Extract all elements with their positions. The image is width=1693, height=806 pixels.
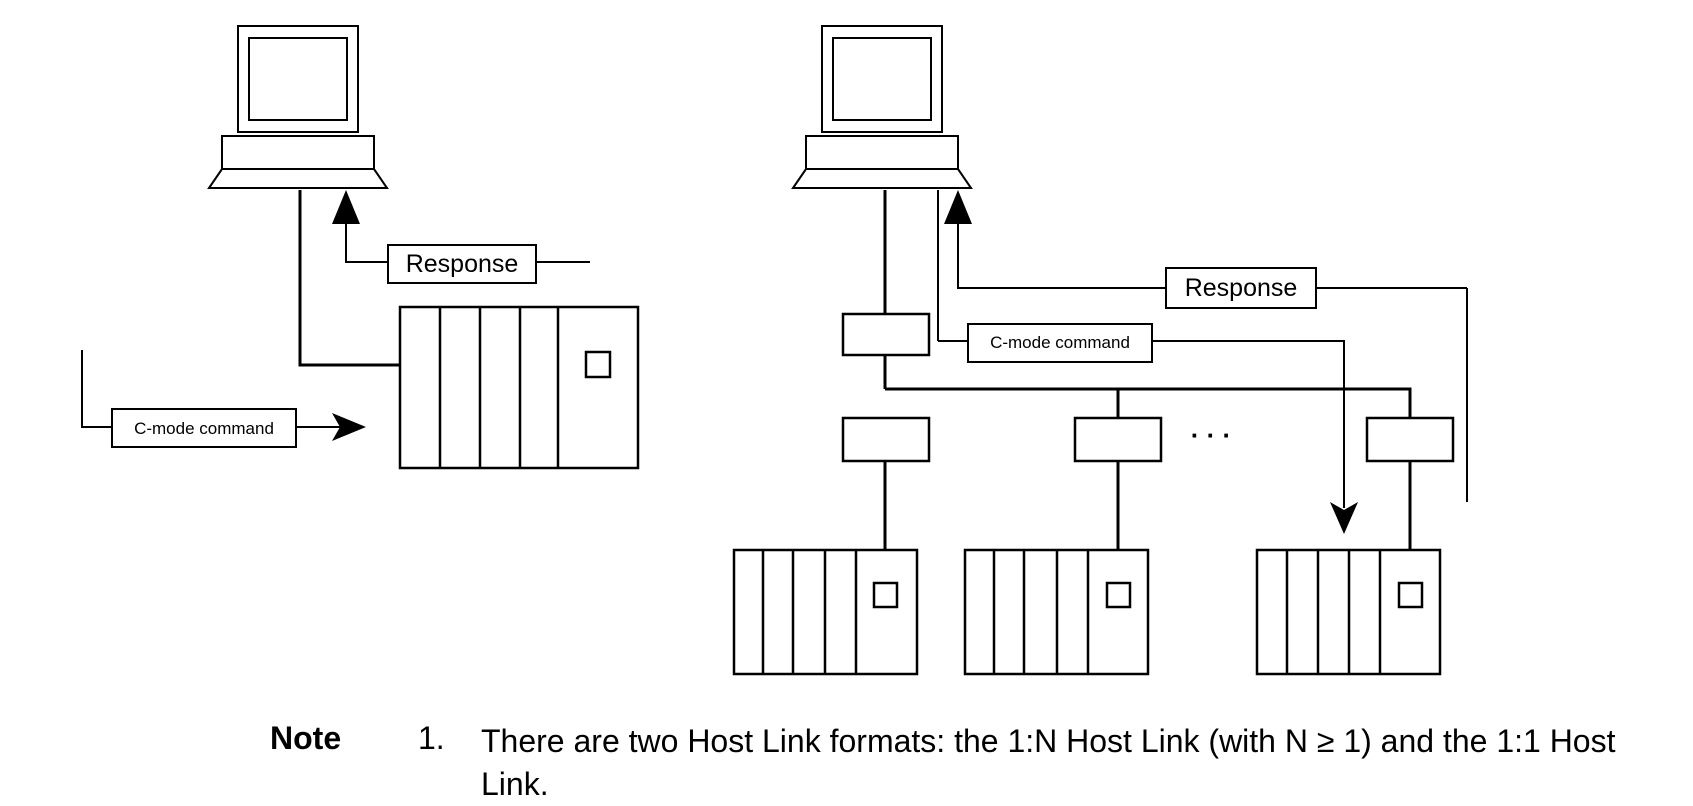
right-response-label: Response (1185, 274, 1298, 302)
left-plc-rack (398, 305, 640, 470)
right-command-box (967, 323, 1153, 363)
left-command-input-line (81, 350, 112, 428)
right-response-line-2 (957, 212, 1166, 289)
host-link-diagram: Response C-mode command · · · Response (81, 25, 1468, 676)
right-plc-rack-2 (963, 548, 1150, 676)
right-response-arrowhead (944, 190, 972, 224)
left-plc-port (584, 350, 612, 379)
left-command-label: C-mode command (134, 419, 274, 438)
right-plc-port-1 (872, 581, 899, 609)
left-command-box (111, 408, 297, 448)
left-response-label: Response (406, 250, 519, 278)
right-plc-rack-3 (1255, 548, 1442, 676)
left-response-line-2 (345, 212, 388, 263)
right-host-adapter (841, 312, 931, 357)
right-ellipsis: · · · (1191, 420, 1231, 450)
right-link-adapter-2 (1073, 416, 1163, 463)
left-host-computer (207, 25, 389, 189)
left-command-arrowhead (332, 413, 366, 441)
left-response-box (387, 244, 537, 284)
right-bus-line (885, 387, 1412, 418)
note-heading: Note (270, 720, 342, 756)
right-link-adapter-3 (1365, 416, 1455, 463)
right-command-arrowhead (1330, 502, 1358, 534)
left-response-arrowhead (332, 190, 360, 224)
note-text: There are two Host Link formats: the 1:N… (481, 723, 1616, 802)
right-plc-port-2 (1105, 581, 1132, 609)
right-command-out-line (1152, 340, 1345, 508)
right-response-box (1165, 267, 1317, 309)
right-plc-port-3 (1397, 581, 1424, 609)
right-plc-rack-1 (732, 548, 919, 676)
right-link-adapter-1 (841, 416, 931, 463)
note-number: 1. (418, 720, 445, 756)
right-host-computer (791, 25, 973, 189)
right-command-label: C-mode command (990, 333, 1130, 352)
